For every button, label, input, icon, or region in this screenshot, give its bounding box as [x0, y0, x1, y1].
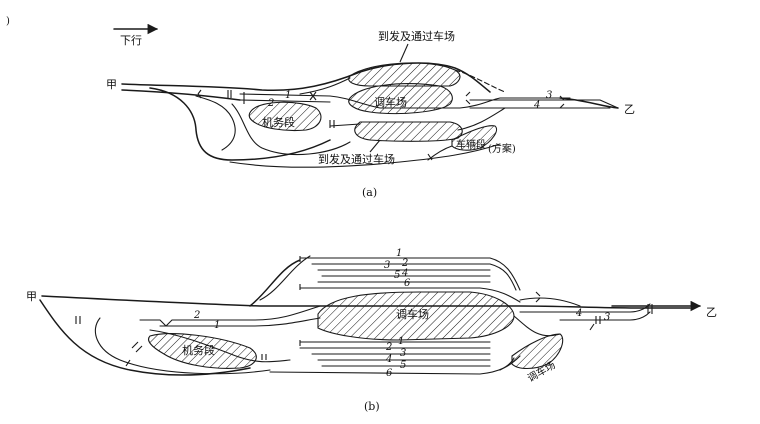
panel-b-buffer-stops — [75, 256, 653, 367]
panel-a-car-depot-label: 车辆段 — [456, 138, 486, 151]
panel-b-loco-depot — [147, 333, 257, 369]
corner-mark: ) — [6, 16, 10, 27]
panel-a-yard-bottom-leader — [369, 139, 381, 153]
panel-a-mainline-upper — [121, 62, 491, 93]
panel-b-lower-num-1: 1 — [398, 336, 404, 347]
panel-a-dashed-link — [454, 69, 506, 93]
panel-a-track-num-1: 1 — [285, 90, 291, 101]
direction-label: 下行 — [120, 34, 142, 47]
panel-b-station-left: 甲 — [26, 290, 37, 303]
panel-b-upper-num-3: 3 — [384, 260, 390, 271]
panel-b-track-1 — [159, 317, 321, 327]
panel-a-hump-yard-label: 调车场 — [374, 95, 407, 109]
panel-a-track-2 — [239, 99, 331, 103]
panel-a-hump-yard — [348, 83, 453, 115]
panel-a-yard-bottom-leadin — [329, 123, 361, 127]
panel-b-right-num-3: 3 — [604, 312, 610, 323]
panel-b-lower-num-5: 5 — [400, 360, 406, 371]
panel-a-yard-bottom-label: 到发及通过车场 — [318, 152, 395, 166]
panel-a-yard-top-label: 到发及通过车场 — [378, 29, 455, 43]
panel-a-yard-bottom — [354, 121, 463, 142]
panel-b-lower-num-3: 3 — [400, 348, 406, 359]
panel-b-lower-track-6 — [269, 355, 521, 375]
panel-b-upper-num-4: 4 — [401, 268, 408, 279]
panel-b-caption: (b) — [364, 400, 380, 413]
panel-b-mainline — [41, 295, 691, 309]
panel-a-track-num-2: 2 — [267, 98, 274, 109]
panel-a-car-depot — [451, 125, 498, 151]
panel-b-track-2 — [139, 305, 321, 327]
panel-a-depot-approach — [195, 95, 236, 151]
panel-a-yard-top-leader — [399, 43, 409, 63]
panel-a: 甲 乙 调车场 机务段 车辆段 (方案) — [106, 29, 635, 199]
panel-a-buffer-stops — [197, 89, 565, 161]
panel-b-station-right: 乙 — [706, 306, 717, 319]
panel-b-small-yard-spur — [499, 357, 515, 371]
panel-a-depot-spur — [231, 103, 351, 156]
panel-a-yard-top-leadin — [299, 77, 351, 95]
panel-b-track-num-1: 1 — [214, 320, 220, 331]
panel-a-station-left: 甲 — [106, 78, 117, 91]
panel-b-upper-num-5: 5 — [394, 270, 400, 281]
panel-b-right-track-3 — [559, 311, 651, 321]
panel-b-upper-track-3 — [311, 263, 517, 291]
panel-a-mainline-lower — [121, 89, 241, 101]
panel-b-right-track-4 — [519, 303, 651, 313]
panel-b-lower-num-2: 2 — [385, 342, 392, 353]
panel-a-yard-top — [348, 62, 461, 87]
panel-b-upper-num-2: 2 — [401, 258, 408, 269]
panel-a-track-num-4: 4 — [533, 100, 540, 111]
panel-b-upper-outer — [259, 255, 311, 301]
panel-b-right-num-4: 4 — [575, 308, 582, 319]
panel-b-upper-num-1: 1 — [396, 248, 402, 259]
panel-a-scheme-note: (方案) — [488, 142, 516, 155]
panel-b-upper-approach — [249, 259, 301, 307]
panel-a-loop-line — [149, 87, 331, 161]
panel-a-right-exit — [559, 97, 619, 109]
panel-a-station-right: 乙 — [624, 103, 635, 116]
panel-b: 甲 乙 2 1 1 3 2 5 4 6 调车场 — [26, 248, 717, 413]
panel-b-hump-yard-label: 调车场 — [396, 307, 429, 321]
panel-b-upper-num-6: 6 — [404, 278, 411, 289]
panel-b-depot-label: 机务段 — [182, 343, 215, 357]
panel-a-caption: (a) — [362, 186, 377, 199]
panel-a-yard-bottom-exit — [457, 107, 506, 131]
panel-b-track-num-2: 2 — [193, 310, 200, 321]
panel-b-inner-loop — [94, 317, 271, 375]
panel-b-lower-num-4: 4 — [385, 354, 392, 365]
panel-b-upper-track-6 — [299, 287, 521, 303]
panel-a-depot-label: 机务段 — [262, 115, 295, 129]
panel-b-upper-track-1 — [299, 257, 521, 291]
panel-b-small-yard — [511, 333, 564, 370]
panel-a-track-num-3: 3 — [546, 90, 552, 101]
direction-indicator: 下行 — [113, 23, 159, 47]
panel-a-loco-depot — [248, 101, 322, 132]
panel-b-lower-num-6: 6 — [386, 368, 393, 379]
panel-a-lower-mainline — [229, 143, 501, 168]
panel-b-right-diverge — [513, 297, 581, 337]
